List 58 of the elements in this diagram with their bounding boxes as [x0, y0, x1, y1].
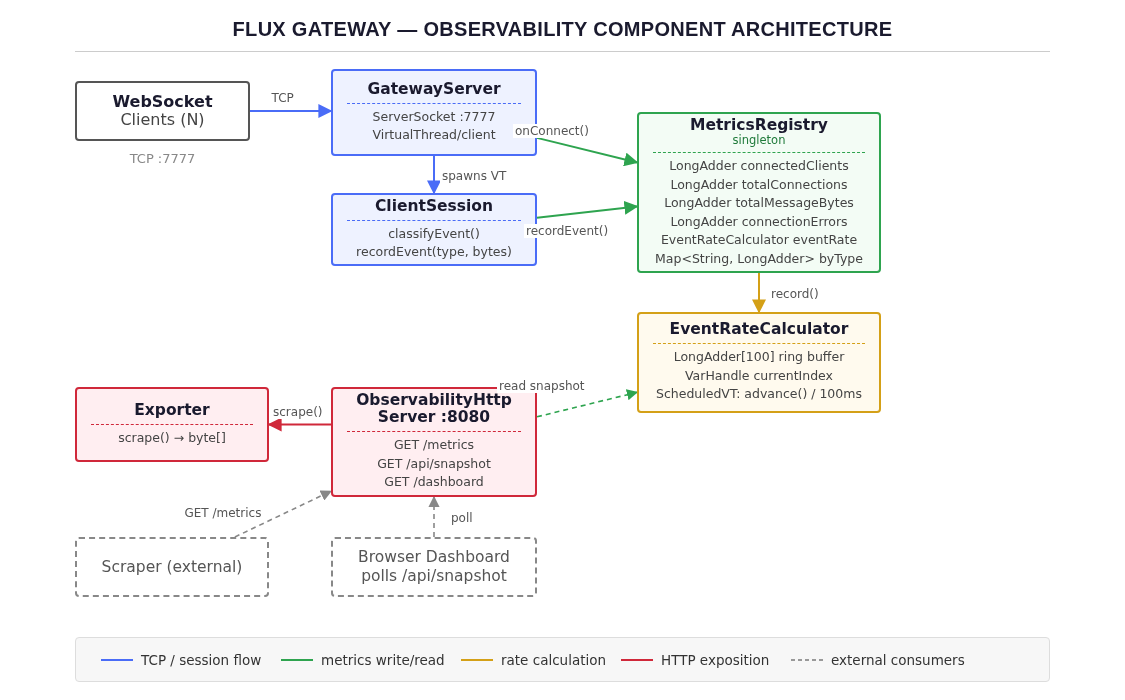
node-note: TCP :7777 — [128, 151, 197, 166]
component-name: MetricsRegistry — [690, 117, 828, 134]
component-name: ClientSession — [374, 197, 494, 215]
component-box — [637, 312, 881, 413]
node-text: Browser Dashboard polls /api/snapshot — [357, 548, 511, 586]
external-box — [75, 537, 269, 597]
member-text: LongAdder totalMessageBytes — [664, 194, 854, 212]
edge-label: TCP — [269, 91, 296, 105]
member-text: ServerSocket :7777 — [372, 107, 496, 126]
legend-text: metrics write/read — [321, 652, 445, 668]
arrow — [536, 389, 639, 418]
arrow — [234, 490, 332, 538]
arrow — [428, 495, 440, 538]
node-text: Clients (N) — [120, 111, 205, 129]
member-text: LongAdder connectionErrors — [670, 212, 848, 231]
arrow — [752, 272, 766, 314]
edge-label: spawns VT — [440, 168, 509, 183]
member-text: VirtualThread/client — [372, 126, 496, 144]
member-text: GET /dashboard — [384, 473, 484, 492]
component-box — [75, 387, 269, 462]
component-box — [637, 112, 881, 273]
component-name: Exporter — [134, 401, 210, 419]
arrow — [249, 104, 333, 118]
component-name: EventRateCalculator — [669, 321, 849, 339]
member-text: ScheduledVT: advance() / 100ms — [656, 385, 862, 404]
component-name: GatewayServer — [367, 80, 501, 98]
edge-label: recordEvent() — [524, 224, 611, 239]
external-box — [331, 537, 537, 597]
node-text: WebSocket — [112, 93, 213, 111]
member-text: scrape() → byte[] — [118, 428, 226, 447]
edge-label: record() — [769, 286, 821, 301]
diagram-title: FLUX GATEWAY — OBSERVABILITY COMPONENT ARCHITECTURE — [231, 18, 894, 41]
arrow — [536, 136, 639, 167]
arrow — [267, 417, 332, 432]
member-text: classifyEvent() — [388, 224, 480, 243]
component-name: ObservabilityHttp Server :8080 — [355, 392, 513, 427]
node-text: Scraper (external) — [100, 557, 244, 577]
member-text: LongAdder totalConnections — [670, 175, 848, 194]
member-text: GET /api/snapshot — [377, 454, 491, 473]
member-text: LongAdder connectedClients — [669, 157, 849, 175]
edge-label: onConnect() — [513, 124, 591, 139]
legend-text: TCP / session flow — [141, 652, 262, 668]
member-text: GET /metrics — [393, 436, 475, 455]
arrow — [427, 155, 441, 195]
edge-label: scrape() — [271, 404, 325, 419]
member-text: VarHandle currentIndex — [685, 366, 833, 385]
legend-text: HTTP exposition — [661, 652, 770, 668]
edge-label: poll — [449, 511, 475, 525]
member-text: Map<String, LongAdder> byType — [655, 249, 863, 268]
edge-label: read snapshot — [497, 378, 587, 393]
stereotype-label: singleton — [732, 134, 786, 147]
arrow — [536, 200, 639, 219]
legend-text: external consumers — [831, 652, 965, 668]
member-text: LongAdder[100] ring buffer — [673, 348, 845, 367]
member-text: recordEvent(type, bytes) — [356, 243, 512, 261]
legend-text: rate calculation — [501, 652, 607, 668]
edge-label: GET /metrics — [182, 506, 264, 521]
member-text: EventRateCalculator eventRate — [660, 231, 858, 249]
